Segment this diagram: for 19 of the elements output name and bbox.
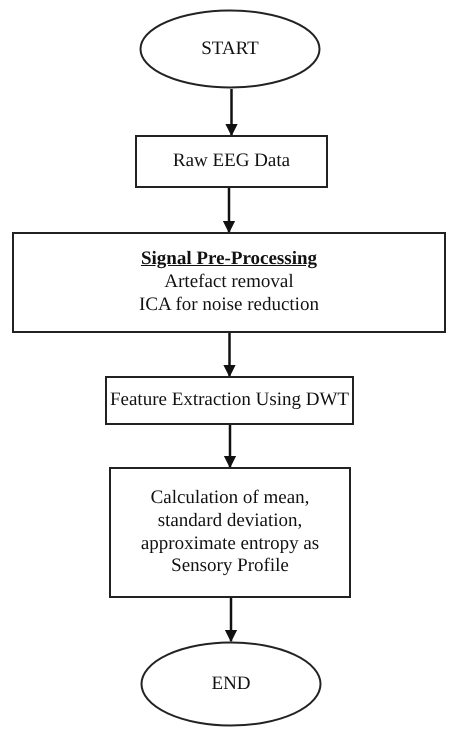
terminal-ellipse [140,641,322,727]
arrow [224,425,236,468]
arrow [223,333,236,378]
process-box [109,467,351,598]
box-heading: Signal Pre-Processing [140,248,318,272]
process-box [135,135,328,188]
box-text: Raw EEG Data [172,150,290,173]
process-box [105,376,354,425]
arrow [222,188,236,234]
box-text: ICA for noise reduction [139,294,319,317]
process-box [12,232,446,333]
box-text: END [211,672,251,696]
box-text: Feature Extraction Using DWT [110,389,349,412]
box-text: Calculation of mean, standard deviation, approximate entropy as Sensory Profile [140,486,320,578]
terminal-ellipse [139,9,321,89]
box-text: Artefact removal [164,271,294,294]
arrow [225,89,238,136]
box-text: START [201,38,259,60]
arrow [224,598,238,642]
